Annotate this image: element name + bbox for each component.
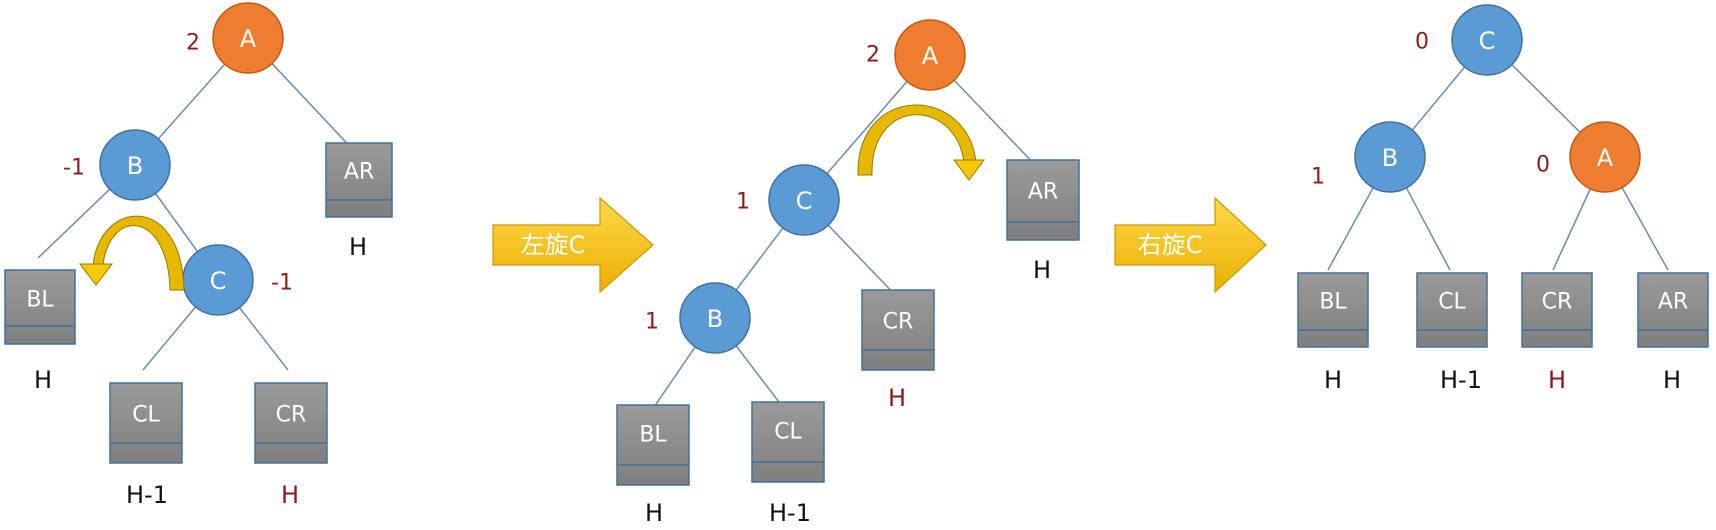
subtree-ar [1637, 272, 1709, 348]
subtree-bl-label: BL [26, 288, 54, 313]
node-a-label: A [1597, 144, 1614, 172]
node-b-label: B [127, 152, 143, 180]
subtree-cr-label: CR [883, 310, 914, 335]
height-cr: H [888, 384, 906, 412]
transition-arrow-2: 右旋C [1114, 196, 1267, 294]
height-bl: H [645, 499, 663, 527]
bf-a: 0 [1536, 153, 1550, 178]
node-b [679, 282, 751, 354]
subtree-cr-label: CR [1542, 290, 1573, 315]
subtree-cr [1521, 272, 1593, 348]
bf-b: -1 [63, 156, 85, 181]
node-a [894, 19, 966, 91]
height-cl: H-1 [126, 481, 168, 509]
subtree-cl [1416, 272, 1488, 348]
subtree-bl [616, 404, 690, 486]
subtree-cl-label: CL [1438, 290, 1466, 315]
subtree-bl-label: BL [1319, 290, 1347, 315]
node-a-label: A [240, 25, 257, 53]
subtree-cl-label: CL [132, 403, 160, 428]
subtree-ar-label: AR [1028, 180, 1058, 205]
height-cl: H-1 [1440, 366, 1482, 394]
bf-c: 0 [1415, 30, 1429, 55]
subtree-ar [1006, 159, 1080, 241]
height-ar: H [349, 233, 367, 261]
arrow-1-label: 左旋C [521, 231, 586, 259]
subtree-bl [4, 269, 76, 345]
height-cr: H [281, 481, 299, 509]
node-b [99, 129, 171, 201]
tree-after-left-rotation: A 2 C 1 B 1 AR H CR H BL H CL H-1 [616, 19, 1080, 527]
node-a [212, 2, 284, 74]
node-c [768, 164, 840, 236]
height-cl: H-1 [769, 499, 811, 527]
height-cr: H [1548, 366, 1566, 394]
subtree-cr [254, 382, 328, 464]
subtree-bl-label: BL [639, 423, 667, 448]
node-a-label: A [922, 42, 939, 70]
node-a [1569, 121, 1641, 193]
subtree-ar-label: AR [344, 160, 374, 185]
node-b [1354, 121, 1426, 193]
node-b-label: B [1382, 144, 1398, 172]
transition-arrow-1: 左旋C [492, 196, 654, 294]
subtree-ar [325, 142, 393, 218]
subtree-cl [751, 401, 825, 483]
node-b-label: B [707, 305, 723, 333]
node-c-label: C [210, 267, 227, 295]
subtree-cl [109, 382, 183, 464]
height-bl: H [1324, 366, 1342, 394]
rotate-left-arrow-icon [78, 215, 185, 291]
bf-c: 1 [736, 190, 750, 215]
rotate-right-arrow-icon [857, 104, 985, 181]
tree-before: A 2 B -1 C -1 AR H BL H CL H-1 CR H [4, 2, 393, 509]
bf-a: 2 [866, 43, 880, 68]
subtree-bl [1297, 272, 1369, 348]
node-c-label: C [796, 187, 813, 215]
bf-a: 2 [186, 31, 200, 56]
subtree-cl-label: CL [774, 420, 802, 445]
height-ar: H [1033, 256, 1051, 284]
bf-b: 1 [1311, 165, 1325, 190]
bf-b: 1 [645, 310, 659, 335]
node-c [1451, 4, 1523, 76]
tree-after-right-rotation: C 0 B 1 A 0 BL H CL H-1 CR H AR H [1297, 4, 1709, 394]
subtree-cr [861, 289, 935, 371]
subtree-cr-label: CR [276, 403, 307, 428]
subtree-ar-label: AR [1658, 290, 1688, 315]
height-ar: H [1663, 366, 1681, 394]
height-bl: H [34, 366, 52, 394]
arrow-2-label: 右旋C [1138, 231, 1203, 259]
node-c-label: C [1479, 27, 1496, 55]
bf-c: -1 [271, 271, 293, 296]
